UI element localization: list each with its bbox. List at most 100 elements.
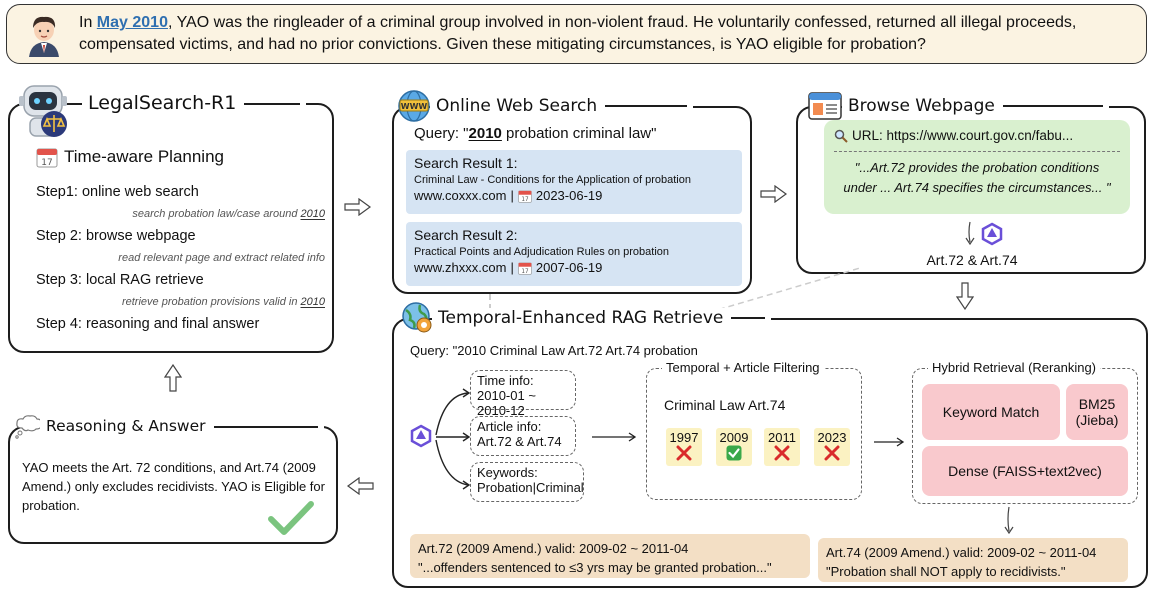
cross-icon xyxy=(676,445,692,461)
browse-url[interactable]: URL: https://www.court.gov.cn/fabu... xyxy=(834,128,1120,143)
agent-title: LegalSearch-R1 xyxy=(82,92,307,114)
hollow-arrow-icon xyxy=(164,364,182,392)
calendar-icon: 17 xyxy=(518,190,532,203)
keywords-value: Probation|Criminal xyxy=(477,480,584,495)
step-item: Step 4: reasoning and final answer xyxy=(36,312,331,336)
bm25-label: BM25 xyxy=(1078,396,1116,412)
svg-text:WWW: WWW xyxy=(401,102,428,111)
filter-title: Temporal + Article Filtering xyxy=(662,360,824,375)
svg-text:17: 17 xyxy=(521,197,529,203)
keywords-card: Keywords: Probation|Criminal xyxy=(470,462,584,502)
checkmark-icon xyxy=(268,501,314,535)
art72-text: "...offenders sentenced to ≤3 yrs may be… xyxy=(418,560,772,575)
year-label: 2009 xyxy=(719,430,749,445)
browse-title: Browse Webpage xyxy=(842,96,1109,116)
bm25-box: BM25 (Jieba) xyxy=(1066,384,1128,440)
rag-title-text: Temporal-Enhanced RAG Retrieve xyxy=(438,308,724,328)
database-globe-icon xyxy=(402,302,432,333)
branch-arrows xyxy=(435,388,471,490)
question-text-rest: , YAO was the ringleader of a criminal g… xyxy=(79,14,1077,53)
browser-window-icon xyxy=(808,92,842,120)
search-result-1[interactable]: Search Result 1: Criminal Law - Conditio… xyxy=(406,150,742,214)
agent-steps: Step1: online web search search probatio… xyxy=(36,180,331,336)
web-search-title-text: Online Web Search xyxy=(436,96,598,116)
result-meta: www.coxxx.com | 17 2023-06-19 xyxy=(414,188,734,203)
step-item: Step 3: local RAG retrieve xyxy=(36,268,331,292)
hollow-arrow-icon xyxy=(956,282,974,310)
result-heading: Search Result 1: xyxy=(414,155,518,171)
dense-box: Dense (FAISS+text2vec) xyxy=(922,446,1128,496)
query-year: 2010 xyxy=(468,125,502,142)
question-banner: In May 2010, YAO was the ringleader of a… xyxy=(6,4,1147,64)
robot-judge-icon xyxy=(19,85,67,137)
bm25-tokenizer: (Jieba) xyxy=(1075,412,1119,428)
year-label: 1997 xyxy=(669,430,699,445)
result-heading: Search Result 2: xyxy=(414,227,518,243)
query-prefix: Query: " xyxy=(414,125,469,142)
web-search-title: Online Web Search xyxy=(430,96,694,116)
step-sub: read relevant page and extract related i… xyxy=(36,248,331,268)
article-info-label: Article info: xyxy=(477,419,542,434)
time-info-value: 2010-01 ~ 2010-12 xyxy=(477,388,536,418)
calendar-day-text: 17 xyxy=(41,158,52,168)
browse-url-text: URL: https://www.court.gov.cn/fabu... xyxy=(852,128,1074,143)
result-site: www.coxxx.com xyxy=(414,188,507,203)
checkmark-icon xyxy=(726,445,742,461)
result-date: 2007-06-19 xyxy=(535,260,603,275)
answer-title-text: Reasoning & Answer xyxy=(46,417,206,435)
time-info-label: Time info: xyxy=(477,373,534,388)
step-sub: search probation law/case around 2010 xyxy=(36,204,331,224)
result-meta: www.zhxxx.com | 17 2007-06-19 xyxy=(414,260,734,275)
step-sub-text: search probation law/case around xyxy=(132,208,301,220)
hybrid-title: Hybrid Retrieval (Reranking) xyxy=(928,360,1100,375)
arrow-to-filter xyxy=(592,432,637,442)
result-title: Practical Points and Adjudication Rules … xyxy=(414,246,669,258)
rag-title: Temporal-Enhanced RAG Retrieve xyxy=(432,308,772,328)
step-label: Step 3: local RAG retrieve xyxy=(36,272,204,288)
result-sep: | xyxy=(510,188,514,203)
year-card-2009: 2009 xyxy=(716,428,752,466)
art74-text: "Probation shall NOT apply to recidivist… xyxy=(826,564,1066,579)
year-label: 2023 xyxy=(817,430,847,445)
arrow-to-hybrid xyxy=(874,437,905,447)
web-search-query: Query: "2010 probation criminal law" xyxy=(414,125,656,142)
dense-label: Dense (FAISS+text2vec) xyxy=(948,463,1102,479)
hollow-arrow-icon xyxy=(344,198,372,216)
step-sub-text: retrieve probation provisions valid in xyxy=(121,296,301,308)
hollow-arrow-icon xyxy=(760,185,788,203)
down-arrow xyxy=(965,221,975,246)
keywords-label: Keywords: xyxy=(477,465,538,480)
art74-provision: Art.74 (2009 Amend.) valid: 2009-02 ~ 20… xyxy=(818,538,1128,582)
cross-icon xyxy=(774,445,790,461)
svg-text:17: 17 xyxy=(521,269,529,275)
model-logo-icon xyxy=(410,424,432,448)
calendar-icon: 17 xyxy=(518,262,532,275)
rag-query: Query: "2010 Criminal Law Art.72 Art.74 … xyxy=(410,343,698,358)
year-card-1997: 1997 xyxy=(666,428,702,466)
keyword-match-label: Keyword Match xyxy=(942,404,1040,420)
result-title: Criminal Law - Conditions for the Applic… xyxy=(414,174,691,186)
hollow-arrow-icon xyxy=(346,477,374,495)
art74-validity: Art.74 (2009 Amend.) valid: 2009-02 ~ 20… xyxy=(826,545,1097,560)
agent-title-text: LegalSearch-R1 xyxy=(88,92,237,114)
year-label: 2011 xyxy=(768,430,796,445)
thought-bubble-icon xyxy=(15,415,42,439)
article-info-card: Article info: Art.72 & Art.74 xyxy=(470,416,576,456)
down-arrow xyxy=(1004,506,1014,535)
question-text-start: In xyxy=(79,14,97,31)
browse-excerpt: "...Art.72 provides the probation condit… xyxy=(834,158,1120,198)
calendar-icon: 17 xyxy=(36,148,58,168)
search-result-2[interactable]: Search Result 2: Practical Points and Ad… xyxy=(406,222,742,286)
model-logo-icon xyxy=(981,222,1003,246)
step-label: Step 2: browse webpage xyxy=(36,228,196,244)
magnifier-icon xyxy=(834,129,848,143)
cross-icon xyxy=(824,445,840,461)
step-label: Step1: online web search xyxy=(36,184,199,200)
answer-text: YAO meets the Art. 72 conditions, and Ar… xyxy=(22,460,325,513)
question-text: In May 2010, YAO was the ringleader of a… xyxy=(79,12,1139,56)
planning-header: 17 Time-aware Planning xyxy=(36,146,224,168)
keyword-match-box: Keyword Match xyxy=(922,384,1060,440)
year-card-2011: 2011 xyxy=(764,428,800,466)
art72-validity: Art.72 (2009 Amend.) valid: 2009-02 ~ 20… xyxy=(418,541,689,556)
art72-provision: Art.72 (2009 Amend.) valid: 2009-02 ~ 20… xyxy=(410,534,810,578)
